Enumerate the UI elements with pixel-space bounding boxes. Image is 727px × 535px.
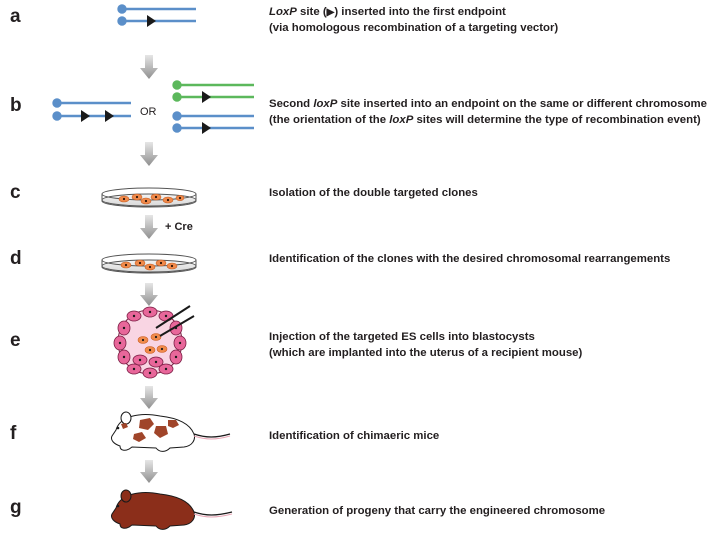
step-b-right-green-chromosomes <box>172 80 254 102</box>
step-letter-g: g <box>10 497 22 518</box>
loxp-triangle-icon <box>105 110 114 122</box>
or-label: OR <box>140 106 157 118</box>
petri-dish-icon <box>101 253 197 274</box>
petri-dish-icon <box>101 187 197 208</box>
loxp-triangle-icon <box>81 110 90 122</box>
step-d-description: Identification of the clones with the de… <box>269 253 671 265</box>
step-e-description: Injection of the targeted ES cells into … <box>269 330 582 361</box>
step-a-description: LoxP site (▶) inserted into the first en… <box>269 5 558 36</box>
step-a-line1: LoxP site (▶) inserted into the first en… <box>269 6 506 18</box>
step-b-left-chromosomes <box>52 98 131 121</box>
step-f-description: Identification of chimaeric mice <box>269 430 440 442</box>
brown-mouse-icon <box>111 489 233 530</box>
cre-label: + Cre <box>165 221 193 233</box>
step-a-line2: (via homologous recombination of a targe… <box>269 21 559 34</box>
down-arrow-icon <box>140 283 158 306</box>
down-arrow-icon <box>140 55 158 79</box>
blastocyst-icon <box>113 306 187 379</box>
step-c-description: Isolation of the double targeted clones <box>269 187 478 199</box>
loxp-triangle-icon <box>202 91 211 103</box>
loxp-triangle-icon <box>202 122 211 134</box>
injection-needle-icon <box>155 305 195 337</box>
step-letter-f: f <box>10 423 17 444</box>
step-letter-d: d <box>10 248 22 269</box>
chimaeric-mouse-icon <box>111 411 231 452</box>
step-letter-b: b <box>10 95 22 116</box>
step-letter-e: e <box>10 330 21 351</box>
step-e-line2: (which are implanted into the uterus of … <box>269 346 583 359</box>
step-b-description: Second loxP site inserted into an endpoi… <box>269 97 707 128</box>
down-arrow-icon <box>140 142 158 166</box>
step-b-right-blue-chromosomes <box>172 111 254 133</box>
down-arrow-icon <box>140 386 158 409</box>
step-g-description: Generation of progeny that carry the eng… <box>269 505 606 517</box>
down-arrow-icon <box>140 215 158 239</box>
loxp-triangle-icon: ▶ <box>326 7 335 18</box>
step-letter-a: a <box>10 6 21 27</box>
step-e-line1: Injection of the targeted ES cells into … <box>269 331 535 343</box>
loxp-triangle-icon <box>147 15 156 27</box>
step-letter-c: c <box>10 182 21 203</box>
down-arrow-icon <box>140 460 158 483</box>
step-b-line2: (the orientation of the loxP sites will … <box>269 113 701 126</box>
step-a-chromosomes <box>117 4 196 26</box>
step-b-line1: Second loxP site inserted into an endpoi… <box>269 98 707 110</box>
